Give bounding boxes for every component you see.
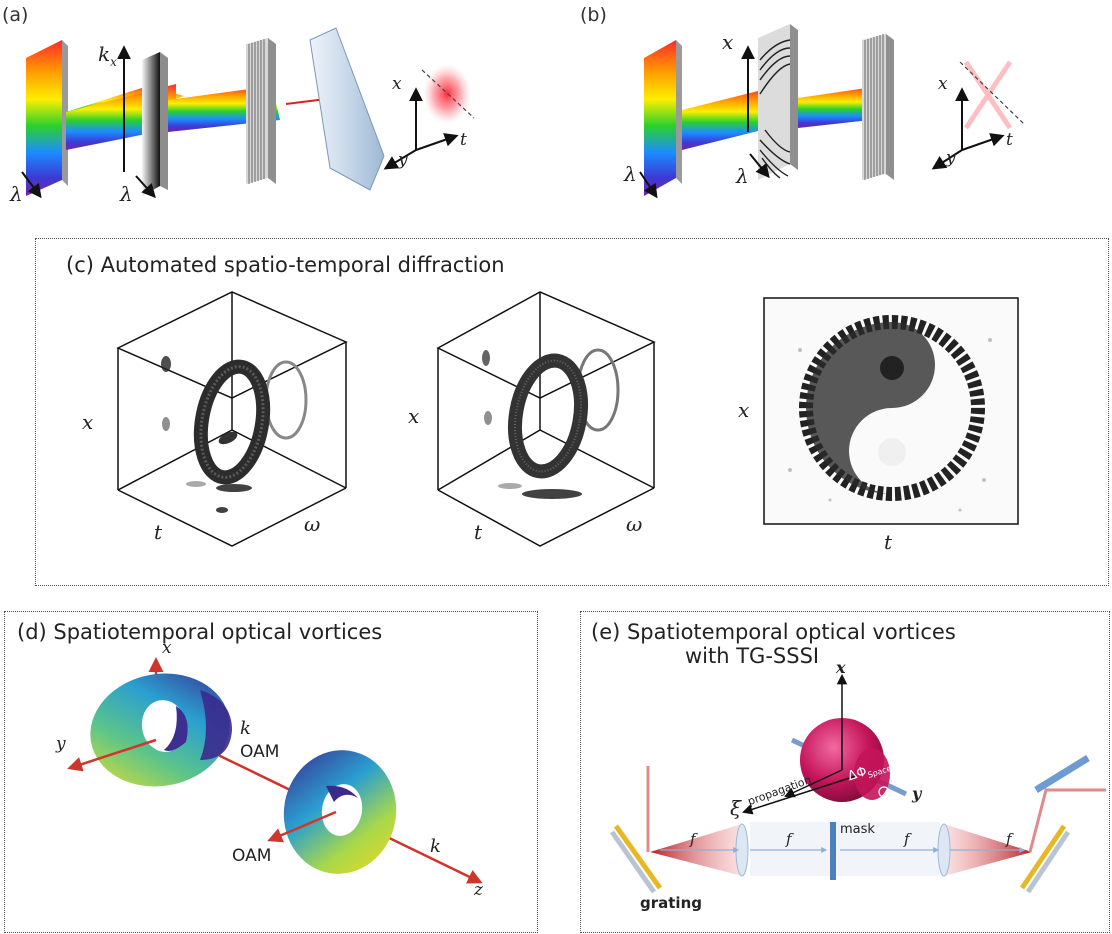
grating-left (609, 824, 663, 894)
grating-right (1019, 824, 1071, 894)
panel-d-figure (67, 657, 483, 884)
axis-t-line (415, 133, 459, 151)
image-3-x-label: x (738, 398, 750, 422)
torus-2 (283, 750, 397, 874)
axis-xi-line-e (784, 769, 843, 798)
panel-e-title-line2: with TG-SSSI (685, 644, 820, 668)
panel-c-title: (c) Automated spatio-temporal diffractio… (66, 253, 505, 277)
lens-right (937, 823, 951, 877)
panel-a-letter: (a) (2, 4, 29, 26)
k-label-1: k (240, 718, 251, 739)
axis-y-label: y (398, 150, 408, 170)
grating-label: grating (640, 894, 702, 912)
mirror-right (1034, 755, 1090, 793)
panel-b-setup-drawing (639, 24, 1025, 199)
image-3-t-label: t (884, 530, 893, 554)
cube-1 (116, 291, 348, 547)
grating-lines-b (864, 34, 884, 180)
oam-label-2: OAM (232, 846, 272, 866)
lambda-arrow-b-left (639, 171, 658, 199)
lambda-arrow-mask (135, 175, 156, 199)
axis-t-label-b: t (1006, 130, 1013, 150)
cylindrical-lens (309, 27, 385, 191)
cube-2-w-label: ω (626, 512, 643, 536)
cube-2-x-label: x (408, 404, 420, 428)
cube-1-x-label: x (82, 410, 94, 434)
panel-e: (e) Spatiotemporal optical vortices with… (580, 611, 1110, 933)
axis-x-label-b: x (938, 74, 948, 94)
yin-yang-image (763, 297, 1019, 525)
mask-plate (830, 822, 836, 880)
axis-t-line-b (961, 133, 1005, 151)
axis-xi-label-e: ξ (730, 796, 742, 820)
kx-axis-label: kx (98, 42, 117, 69)
focal-label-1: f (690, 830, 696, 848)
lambda-label-mask: λ (120, 182, 133, 206)
focal-label-3: f (904, 830, 910, 848)
axis-x-label-e: x (836, 658, 846, 677)
output-spot (423, 64, 471, 124)
panel-d: (d) Spatiotemporal optical vortices (4, 611, 538, 933)
grating-lines (248, 39, 265, 184)
output-spot-dashed-line (421, 69, 475, 119)
axis-x-top-label: x (722, 30, 734, 54)
lambda-label-b-left: λ (624, 162, 637, 186)
axis-y-line (383, 149, 417, 170)
panel-d-title: (d) Spatiotemporal optical vortices (17, 620, 383, 644)
axis-y-label-b: y (946, 148, 956, 168)
axis-z-label-d: z (474, 880, 483, 900)
mask-label: mask (840, 822, 875, 837)
grating-plate-b-edge (886, 34, 894, 180)
axis-y-line-b (931, 149, 963, 170)
x-shaped-pulse (963, 60, 1013, 130)
spectrum-plate-left-b (644, 40, 676, 196)
axis-y-line-d (67, 738, 157, 772)
focal-label-4: f (1006, 830, 1012, 848)
cube-2-t-label: t (474, 520, 483, 544)
axis-y-label-d: y (56, 734, 66, 754)
cube-1-w-label: ω (304, 512, 321, 536)
spectrum-plate-left-b-edge (676, 40, 682, 184)
k-label-2: k (430, 836, 441, 857)
oam-arrow-2 (267, 810, 337, 843)
lambda-label-left: λ (10, 182, 23, 206)
axis-x-label: x (392, 74, 402, 94)
axis-y-label-e: y (912, 784, 922, 803)
beam-rail-middle (750, 822, 940, 876)
cube-2 (436, 291, 656, 547)
panel-b-letter: (b) (580, 4, 607, 26)
torus-1 (90, 673, 232, 787)
phase-mask-arcs (759, 39, 791, 179)
lambda-label-b-mask: λ (736, 164, 749, 188)
panel-c-figures (116, 291, 1019, 547)
x-pulse-dashed-line (959, 61, 1025, 125)
cube-1-t-label: t (154, 520, 163, 544)
lambda-arrow-b-mask (749, 153, 770, 179)
axis-t-label: t (460, 130, 467, 150)
spectrum-plate-left (26, 40, 62, 196)
phase-mask-edge (790, 24, 798, 170)
panel-e-title-line1: (e) Spatiotemporal optical vortices (591, 620, 956, 644)
grating-plate-edge (268, 38, 276, 184)
lambda-arrow-left (21, 171, 42, 199)
amplitude-mask-plate (142, 52, 160, 196)
oam-label-1: OAM (240, 742, 280, 762)
propagation-arrow (742, 775, 857, 815)
panel-a-setup-drawing (21, 27, 475, 199)
axis-x-label-d: x (162, 638, 172, 658)
panel-c: (c) Automated spatio-temporal diffractio… (35, 238, 1109, 586)
output-beam (1028, 788, 1106, 853)
focal-label-2: f (786, 830, 792, 848)
amplitude-mask-edge (160, 52, 168, 190)
